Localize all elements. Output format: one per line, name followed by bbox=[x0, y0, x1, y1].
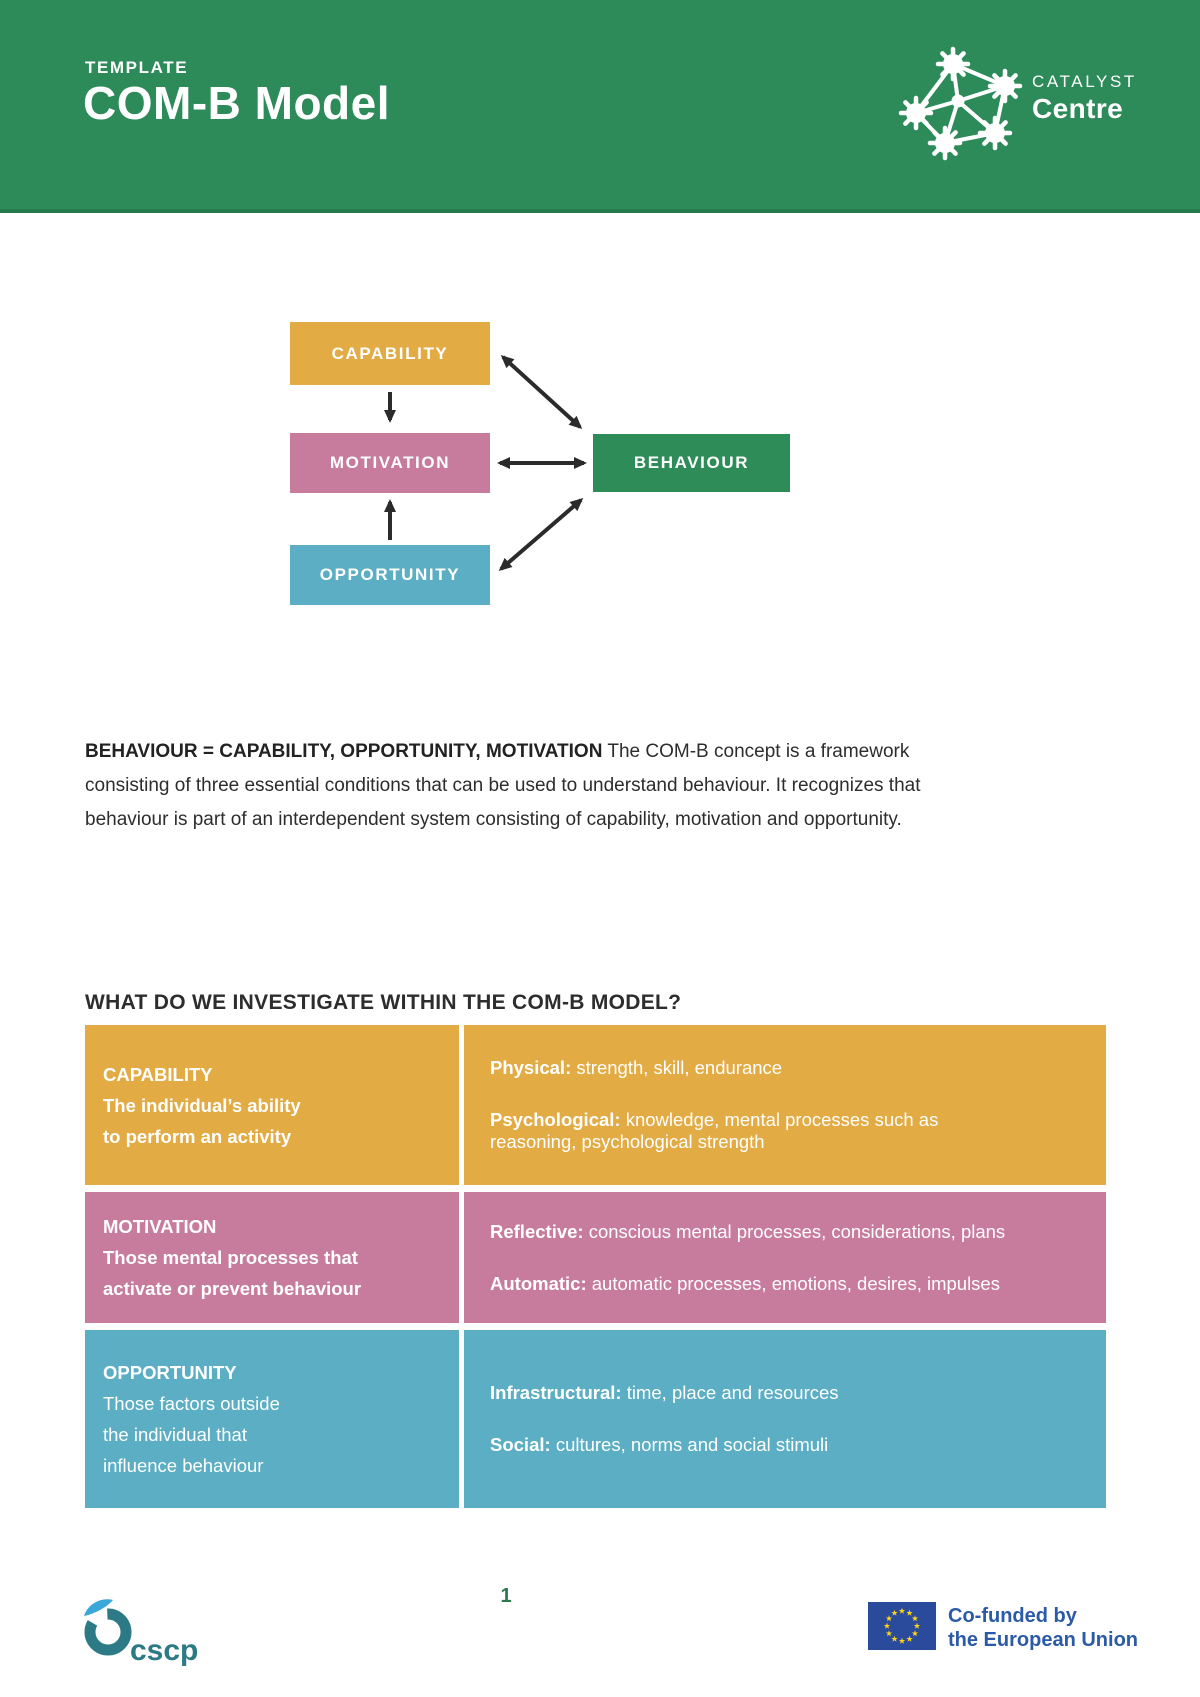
detail-item: Automatic: automatic processes, emotions… bbox=[490, 1273, 1080, 1295]
eu-cofunded-text: Co-funded by the European Union bbox=[948, 1604, 1138, 1652]
cscp-label: cscp bbox=[130, 1634, 198, 1667]
detail-text: conscious mental processes, consideratio… bbox=[588, 1220, 1006, 1242]
page-number: 1 bbox=[500, 1585, 512, 1607]
brand-wordmark: CATALYST Centre bbox=[1032, 72, 1137, 125]
detail-text: knowledge, mental processes such as reas… bbox=[490, 1109, 939, 1152]
detail-item: Infrastructural: time, place and resourc… bbox=[490, 1382, 1080, 1404]
network-icon bbox=[893, 46, 1025, 166]
template-label: TEMPLATE bbox=[85, 58, 189, 77]
diagram-node-opportunity: OPPORTUNITY bbox=[290, 545, 490, 605]
diagram-node-behaviour: BEHAVIOUR bbox=[593, 434, 790, 492]
detail-label: Social: bbox=[490, 1434, 551, 1455]
table-cell-motivation-label: MOTIVATION Those mental processes that a… bbox=[85, 1192, 459, 1323]
brand-name-top: CATALYST bbox=[1032, 72, 1137, 91]
intro-paragraph: BEHAVIOUR = CAPABILITY, OPPORTUNITY, MOT… bbox=[85, 735, 965, 837]
detail-label: Infrastructural: bbox=[490, 1382, 622, 1403]
intro-lead: BEHAVIOUR = CAPABILITY, OPPORTUNITY, MOT… bbox=[85, 741, 603, 762]
row-title: MOTIVATION bbox=[103, 1216, 217, 1237]
eu-flag-icon bbox=[868, 1602, 936, 1650]
row-subtitle: The individual’s ability to perform an a… bbox=[103, 1094, 301, 1147]
row-subtitle: Those factors outside the individual tha… bbox=[103, 1393, 280, 1476]
table-cell-motivation-detail: Reflective: conscious mental processes, … bbox=[464, 1192, 1106, 1323]
diagram-node-capability: CAPABILITY bbox=[290, 322, 490, 385]
detail-text: strength, skill, endurance bbox=[576, 1057, 783, 1078]
cscp-logo-icon: cscp bbox=[84, 1599, 198, 1667]
intro-body: The COM-B concept is a framework consist… bbox=[85, 741, 921, 830]
table-cell-opportunity-detail: Infrastructural: time, place and resourc… bbox=[464, 1330, 1106, 1508]
detail-label: Psychological: bbox=[490, 1109, 621, 1130]
comb-table: CAPABILITY The individual’s ability to p… bbox=[85, 1025, 1106, 1508]
header-band: TEMPLATE COM-B Model bbox=[0, 0, 1200, 213]
page-title: COM-B Model bbox=[83, 77, 391, 129]
eu-text-line2: the European Union bbox=[948, 1629, 1138, 1651]
detail-text: automatic processes, emotions, desires, … bbox=[591, 1272, 1000, 1294]
table-cell-capability-label: CAPABILITY The individual’s ability to p… bbox=[85, 1025, 459, 1185]
detail-item: Psychological: knowledge, mental process… bbox=[490, 1109, 1080, 1153]
detail-item: Physical: strength, skill, endurance bbox=[490, 1057, 1080, 1079]
diagram-node-motivation: MOTIVATION bbox=[290, 433, 490, 493]
row-title: OPPORTUNITY bbox=[103, 1362, 237, 1383]
eu-text-line1: Co-funded by bbox=[948, 1605, 1077, 1627]
table-cell-opportunity-label: OPPORTUNITY Those factors outside the in… bbox=[85, 1330, 459, 1508]
row-title: CAPABILITY bbox=[103, 1063, 213, 1085]
detail-item: Social: cultures, norms and social stimu… bbox=[490, 1434, 1080, 1456]
section-heading: WHAT DO WE INVESTIGATE WITHIN THE COM-B … bbox=[85, 991, 682, 1015]
table-cell-capability-detail: Physical: strength, skill, endurance Psy… bbox=[464, 1025, 1106, 1185]
row-subtitle: Those mental processes that activate or … bbox=[103, 1247, 362, 1299]
brand-name-bottom: Centre bbox=[1032, 93, 1124, 124]
detail-text: cultures, norms and social stimuli bbox=[555, 1434, 829, 1455]
detail-label: Automatic: bbox=[490, 1272, 587, 1294]
detail-item: Reflective: conscious mental processes, … bbox=[490, 1221, 1080, 1243]
detail-text: time, place and resources bbox=[626, 1382, 839, 1403]
detail-label: Physical: bbox=[490, 1057, 572, 1078]
detail-label: Reflective: bbox=[490, 1220, 584, 1242]
